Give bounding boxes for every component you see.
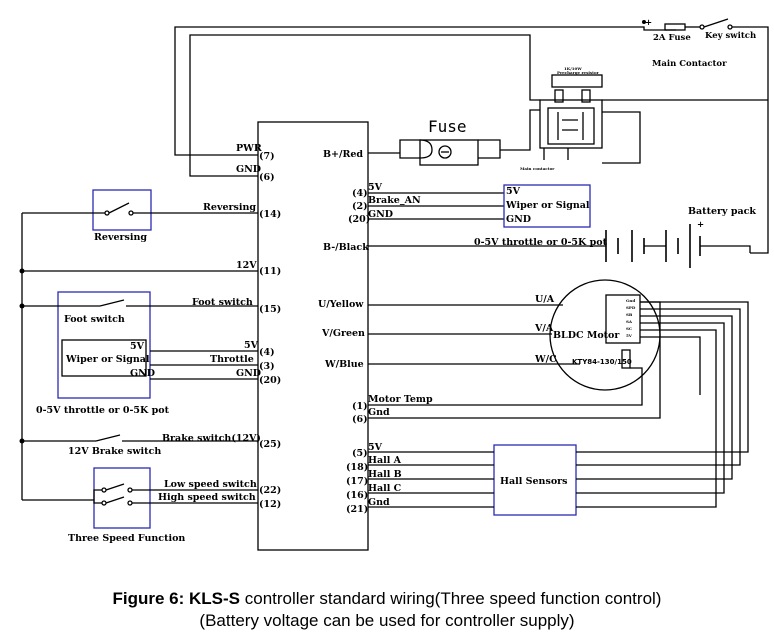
pin-gnd-right-num: (20) xyxy=(348,214,370,225)
throttle-box-wiper: Wiper or Signal xyxy=(65,354,150,365)
precharge-resistor-label-1: 1K/10W xyxy=(564,66,582,71)
pin-hall-b: Hall B xyxy=(368,469,402,480)
brake-an-box-gnd: GND xyxy=(506,214,531,225)
pin-throttle-5v-num: (4) xyxy=(259,347,275,358)
fuse-label: Fuse xyxy=(428,117,467,136)
key-switch-label: Key switch xyxy=(705,31,756,41)
plus-sign-top: + xyxy=(645,18,652,28)
phase-wc: W/C xyxy=(534,354,557,365)
pin-12v-num: (11) xyxy=(259,266,281,277)
pin-hall-c: Hall C xyxy=(368,483,402,494)
brake-an-box-wiper: Wiper or Signal xyxy=(505,200,590,211)
pin-brake-an: Brake_AN xyxy=(368,195,421,206)
hall-sensors-label: Hall Sensors xyxy=(500,476,568,487)
pin-gnd-label: GND xyxy=(236,164,261,175)
brake-an-box xyxy=(503,184,591,228)
throttle-b-note: 0-5V throttle or 0-5K pot xyxy=(474,237,608,248)
throttle-box-5v: 5V xyxy=(130,341,145,352)
wiring-diagram: + 2A Fuse Key switch Main Contactor 1K/1… xyxy=(19,18,769,551)
pin-mt-gnd-num: (6) xyxy=(352,414,368,425)
caption-line-1: Figure 6: KLS-S controller standard wiri… xyxy=(0,588,774,610)
plus-sign-battery: + xyxy=(697,220,704,230)
figure-caption: Figure 6: KLS-S controller standard wiri… xyxy=(0,588,774,632)
pin-brake-switch-num: (25) xyxy=(259,439,281,450)
motor-pin-sc: SC xyxy=(626,326,632,331)
three-speed-label: Three Speed Function xyxy=(68,533,185,544)
motor-pin-spd: SPD xyxy=(626,305,636,310)
pin-foot-switch-label: Foot switch xyxy=(192,297,253,308)
pin-hall-gnd: Gnd xyxy=(368,497,390,508)
motor-pin-sb: SB xyxy=(626,312,633,317)
motor-pin-5v: 5V xyxy=(626,333,633,338)
foot-switch-box xyxy=(57,291,151,399)
main-contactor-small-label: Main contactor xyxy=(520,166,555,171)
pin-mt-gnd: Gnd xyxy=(368,407,390,418)
throttle-box-gnd: GND xyxy=(130,368,155,379)
pin-u-label: U/Yellow xyxy=(318,299,364,310)
bldc-motor-label: BLDC Motor xyxy=(553,330,620,341)
caption-bold: Figure 6: KLS-S xyxy=(112,589,241,608)
reversing-box-label: Reversing xyxy=(94,232,147,243)
pin-5v-right-num: (4) xyxy=(352,188,368,199)
motor-pin-gnd: Gnd xyxy=(626,298,635,303)
pin-throttle-gnd-label: GND xyxy=(236,368,261,379)
pin-w-label: W/Blue xyxy=(324,359,364,370)
fuse-2a xyxy=(664,23,686,31)
pin-foot-switch-num: (15) xyxy=(259,304,281,315)
pin-motor-temp-num: (1) xyxy=(352,401,368,412)
pin-hall-5v-num: (5) xyxy=(352,448,368,459)
brake-an-box-5v: 5V xyxy=(506,186,521,197)
pin-reversing-label: Reversing xyxy=(203,202,256,213)
pin-bminus-label: B-/Black xyxy=(323,242,369,253)
brake-switch-12v-label: 12V Brake switch xyxy=(68,446,161,457)
pin-5v-right: 5V xyxy=(368,182,383,193)
caption-rest: controller standard wiring(Three speed f… xyxy=(240,589,662,608)
pin-hall-c-num: (16) xyxy=(346,490,368,501)
kty84-label: KTY84-130/150 xyxy=(572,358,632,366)
phase-ua: U/A xyxy=(535,294,555,305)
pin-throttle-gnd-num: (20) xyxy=(259,375,281,386)
phase-va: V/A xyxy=(534,323,554,334)
pin-throttle-num: (3) xyxy=(259,361,275,372)
throttle-pot-note: 0-5V throttle or 0-5K pot xyxy=(36,405,170,416)
pin-motor-temp: Motor Temp xyxy=(368,394,433,405)
pin-brake-an-num: (2) xyxy=(352,201,368,212)
reversing-box xyxy=(92,189,152,231)
hall-sensors-box xyxy=(493,444,577,516)
battery-icon xyxy=(605,224,701,268)
main-contactor-icon: 1K/10W Precharge resistor Main contactor xyxy=(520,66,603,171)
main-fuse xyxy=(399,139,501,166)
pin-gnd-right: GND xyxy=(368,209,393,220)
pin-bplus-label: B+/Red xyxy=(323,149,363,160)
pin-hall-5v: 5V xyxy=(368,442,383,453)
main-contactor-label: Main Contactor xyxy=(652,59,727,69)
precharge-resistor-label-2: Precharge resistor xyxy=(557,70,600,75)
pin-hall-a: Hall A xyxy=(368,455,402,466)
pin-hall-a-num: (18) xyxy=(346,462,368,473)
pin-throttle-5v-label: 5V xyxy=(244,340,259,351)
pin-throttle-label: Throttle xyxy=(210,354,254,365)
pin-gnd-num: (6) xyxy=(259,172,275,183)
pin-low-speed-num: (22) xyxy=(259,485,281,496)
pin-high-speed-label: High speed switch xyxy=(158,492,256,503)
controller-box xyxy=(257,121,369,551)
motor-pin-sa: SA xyxy=(626,319,633,324)
pin-12v-label: 12V xyxy=(236,260,257,271)
pin-reversing-num: (14) xyxy=(259,209,281,220)
pin-brake-switch-label: Brake switch(12V) xyxy=(162,433,261,444)
pin-v-label: V/Green xyxy=(321,328,365,339)
foot-switch-box-label: Foot switch xyxy=(64,314,125,325)
pin-pwr-label: PWR xyxy=(236,143,262,154)
pin-hall-b-num: (17) xyxy=(346,476,368,487)
pin-low-speed-label: Low speed switch xyxy=(164,479,257,490)
pin-high-speed-num: (12) xyxy=(259,499,281,510)
pin-hall-gnd-num: (21) xyxy=(346,504,368,515)
battery-pack-label: Battery pack xyxy=(688,206,756,217)
pin-pwr-num: (7) xyxy=(259,151,275,162)
fuse-2a-label: 2A Fuse xyxy=(653,33,691,43)
caption-line-2: (Battery voltage can be used for control… xyxy=(199,611,575,630)
